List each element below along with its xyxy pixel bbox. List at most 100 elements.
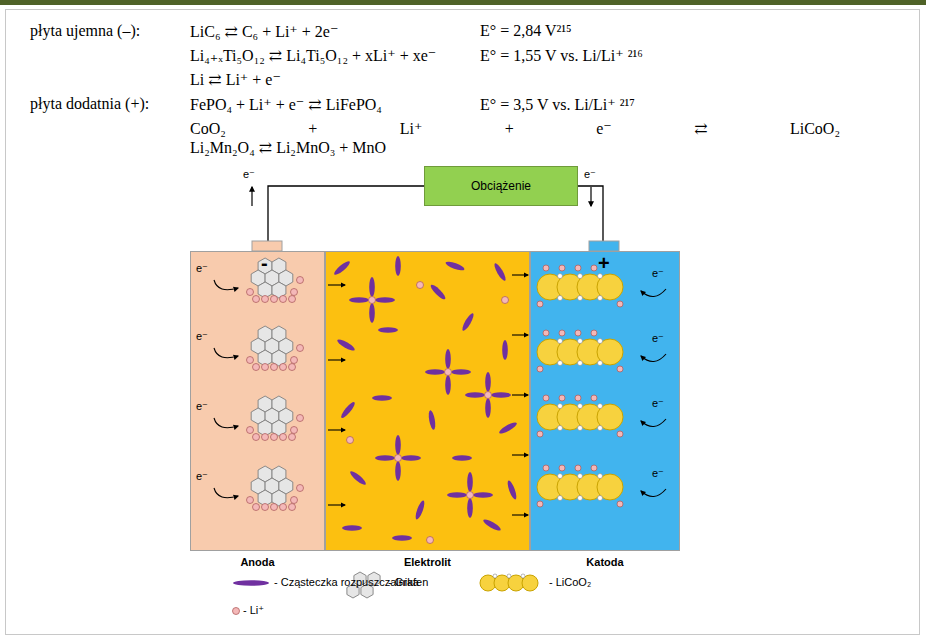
lithium-ion [247,427,254,434]
solvent-molecule [372,395,392,401]
graphene-hexagon [279,270,293,286]
lithium-ion [291,497,298,504]
lithium-ion [297,277,304,284]
label-holder: e⁻ [652,467,664,480]
oxygen-site [578,426,583,431]
lithium-ion [297,415,304,422]
solvent-molecule [349,297,369,303]
electron-label: e⁻ [652,467,664,480]
ion-flow-arrow [512,334,528,335]
lithium-ion [271,296,278,303]
oxygen-site [598,296,603,301]
licoo2-particle [577,274,603,300]
licoo2-particle [577,404,603,430]
label-holder: płyta ujemna (–): [30,22,140,40]
electron-label: e⁻ [196,470,208,483]
lithium-ion [575,265,581,271]
solvent-molecule [506,480,518,501]
lithium-ion [617,301,623,307]
graphene-hexagon [272,258,286,274]
standard-potential: E° = 2,84 V²¹⁵ [480,22,572,40]
external-wire [268,186,424,251]
lithium-ion [289,434,296,441]
standard-potential: E° = 1,55 V vs. Li/Li⁺ ²¹⁶ [480,46,643,65]
ion-flow-arrow [512,454,528,455]
lithium-ion [247,497,254,504]
oxygen-site [598,496,603,501]
legend-item: - LiCoO₂ [549,576,591,588]
oxygen-site [598,474,603,479]
lithium-ion [233,608,240,615]
lithium-ion [280,364,287,371]
lithium-ion [575,465,581,471]
label-holder: FePO₄ + Li⁺ + e⁻ ⇄ LiFePO₄ [190,95,382,114]
electron-label: e⁻ [652,332,664,345]
graphene-hexagon [272,490,286,506]
anode-terminal [252,241,282,251]
solvent-molecule [369,277,375,297]
solvent-molecule [378,327,398,333]
graphene-hexagon [265,338,279,354]
lithium-ion [280,434,287,441]
top-bar [0,0,926,5]
solvent-molecule [451,369,471,375]
electron-label: e⁻ [196,400,208,413]
lithium-ion [575,395,581,401]
graphene-hexagon [279,408,293,424]
label-holder: e⁻ [196,262,208,275]
electrolyte-illustration [328,256,528,544]
lithium-ion [280,504,287,511]
oxygen-site [558,474,563,479]
lithium-ion [271,434,278,441]
oxygen-site [578,496,583,501]
label-holder: płyta dodatnia (+): [30,95,149,113]
label-holder: e⁻ [243,168,255,181]
graphene-hexagon [272,326,286,342]
lithium-ion [417,282,424,289]
lithium-ion [253,296,260,303]
electron-label: e⁻ [196,330,208,343]
oxygen-site [558,404,563,409]
lithium-ion [543,265,549,271]
licoo2-particle [537,404,563,430]
licoo2-particle [597,274,623,300]
lithium-ion [591,265,597,271]
lithium-ion [427,537,434,544]
solvent-molecule [401,455,421,461]
licoo2-particle [494,575,510,591]
lithium-ion [617,501,623,507]
licoo2-particle [480,575,496,591]
lithium-ion [369,297,376,304]
ion-flow-arrow [328,504,345,505]
electron-arrow [641,489,666,497]
anode-illustration [214,258,304,511]
oxygen-site [558,426,563,431]
legend-samples [233,572,539,615]
oxygen-site [578,339,583,344]
lithium-ion [289,504,296,511]
lithium-ion [559,330,565,336]
lithium-ion [543,330,549,336]
graphene-hexagon [272,350,286,366]
lithium-ion [291,427,298,434]
electron-label: e⁻ [584,168,596,181]
solvent-molecule [342,525,362,531]
label-holder: Li₂Mn₂O₄ ⇄ Li₂MnO₃ + MnO [190,138,386,157]
lithium-ion [502,297,509,304]
label-holder: e⁻ [652,397,664,410]
lithium-ion [291,357,298,364]
solvent-molecule [482,518,502,533]
label-holder: e⁻ [652,267,664,280]
lithium-ion [559,465,565,471]
lithium-ion [395,455,402,462]
lithium-ion [591,395,597,401]
reaction-equation: Li₂Mn₂O₄ ⇄ Li₂MnO₃ + MnO [190,138,386,157]
lithium-ion [262,364,269,371]
graphene-hexagon [251,478,265,494]
electron-label: e⁻ [196,262,208,275]
licoo2-particle [537,339,563,365]
oxygen-site [558,361,563,366]
oxygen-site [558,496,563,501]
